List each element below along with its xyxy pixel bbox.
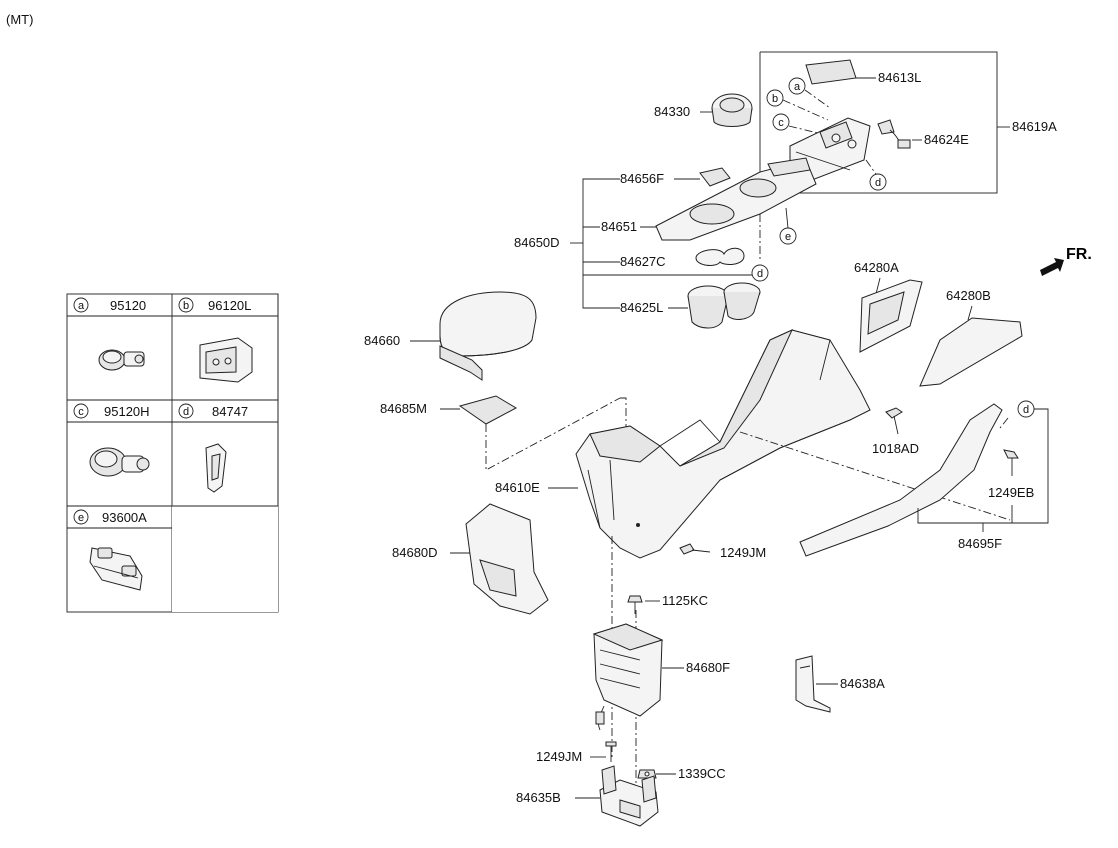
usb-socket-icon — [98, 349, 145, 371]
bolt-1125KC — [627, 595, 643, 614]
legend-part-d: 84747 — [212, 404, 248, 419]
shift-knob-84330 — [711, 93, 753, 127]
label-64280A: 64280A — [854, 260, 899, 275]
label-84330: 84330 — [654, 104, 690, 119]
label-84624E: 84624E — [924, 132, 969, 147]
ring-84627C — [695, 247, 745, 266]
storage-box-84680F — [592, 623, 664, 731]
cupholder-84625L — [687, 282, 761, 329]
label-84627C: 84627C — [620, 254, 666, 269]
screw-1249JM-upper — [679, 543, 711, 555]
label-84613L: 84613L — [878, 70, 921, 85]
assembly-box-84619A: 84619A 84613L a b c 84624E d — [759, 51, 1057, 194]
label-84680F: 84680F — [686, 660, 730, 675]
label-84625L: 84625L — [620, 300, 663, 315]
callout-a: a — [794, 81, 801, 93]
pad-84613L — [805, 59, 857, 85]
label-1249JM-lower: 1249JM — [536, 749, 582, 764]
trim-84695F — [799, 403, 1003, 557]
bracket-84638A — [795, 655, 831, 713]
variant-label: (MT) — [6, 12, 33, 27]
label-1018AD: 1018AD — [872, 441, 919, 456]
armrest-84660 — [439, 291, 537, 381]
legend-part-e: 93600A — [102, 510, 147, 525]
clip-icon — [205, 443, 227, 493]
legend-part-b: 96120L — [208, 298, 251, 313]
label-1249JM-upper: 1249JM — [720, 545, 766, 560]
label-84619A: 84619A — [1012, 119, 1057, 134]
label-84635B: 84635B — [516, 790, 561, 805]
callout-e: e — [785, 231, 791, 243]
label-84680D: 84680D — [392, 545, 438, 560]
bracket-84650D: 84650D — [514, 178, 752, 309]
callout-d-top: d — [875, 177, 881, 189]
front-label: FR. — [1066, 246, 1092, 263]
label-84660: 84660 — [364, 333, 400, 348]
label-84650D: 84650D — [514, 235, 560, 250]
legend-letter-d: d — [183, 406, 189, 418]
label-64280B: 64280B — [946, 288, 991, 303]
cover-64280B — [919, 317, 1023, 387]
legend-letter-e: e — [78, 512, 84, 524]
label-84651: 84651 — [601, 219, 637, 234]
legend-part-a: 95120 — [110, 298, 146, 313]
screw-1249JM-lower — [605, 741, 617, 762]
legend-part-c: 95120H — [104, 404, 150, 419]
label-84638A: 84638A — [840, 676, 885, 691]
nut-1339CC — [637, 769, 657, 779]
bolt-1249EB — [1003, 449, 1019, 476]
cover-84680D — [465, 503, 549, 615]
label-84695F: 84695F — [958, 536, 1002, 551]
label-1249EB: 1249EB — [988, 485, 1034, 500]
front-direction-arrow-icon — [1040, 258, 1064, 276]
label-1339CC: 1339CC — [678, 766, 726, 781]
power-outlet-icon — [89, 447, 150, 477]
legend-letter-a: a — [78, 300, 85, 312]
label-84685M: 84685M — [380, 401, 427, 416]
label-84656F: 84656F — [620, 171, 664, 186]
aux-jack-icon — [199, 337, 253, 383]
label-1125KC: 1125KC — [662, 593, 708, 608]
legend-letter-b: b — [183, 300, 189, 312]
console-body-84610E — [575, 328, 871, 559]
legend-letter-c: c — [78, 406, 84, 418]
callout-d-right: d — [1023, 404, 1029, 416]
label-84610E: 84610E — [495, 480, 540, 495]
pad-84685M — [458, 395, 518, 425]
cover-84656F — [699, 167, 731, 187]
callout-d-mid: d — [757, 268, 763, 280]
callout-c: c — [778, 117, 784, 129]
callout-b: b — [772, 93, 778, 105]
bolt-1018AD — [885, 407, 903, 435]
bracket-84635B — [599, 765, 659, 827]
switch-assembly-icon — [89, 547, 143, 591]
legend-table: a 95120 b 96120L c 95120H d — [66, 293, 279, 613]
